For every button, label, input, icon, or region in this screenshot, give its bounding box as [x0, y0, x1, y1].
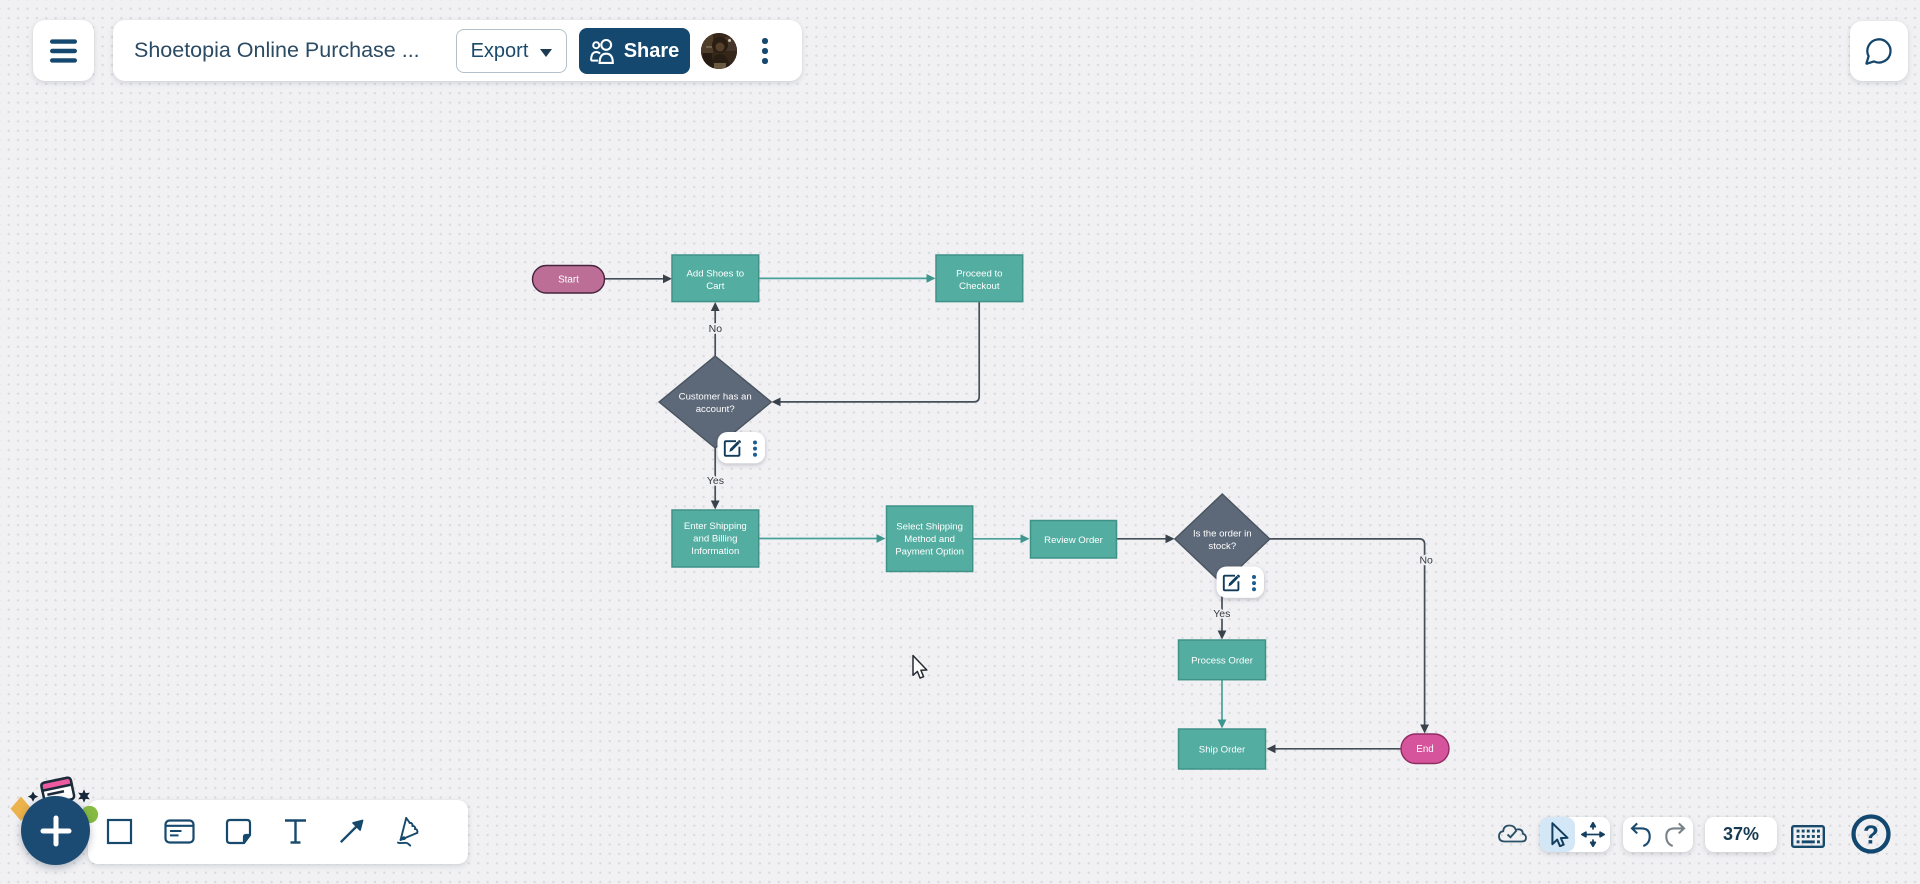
svg-text:?: ?	[1863, 819, 1879, 849]
svg-text:stock?: stock?	[1208, 541, 1236, 552]
svg-text:Ship Order: Ship Order	[1199, 745, 1246, 756]
svg-text:Method and: Method and	[904, 534, 955, 545]
svg-text:No: No	[1419, 555, 1433, 567]
svg-text:Select Shipping: Select Shipping	[896, 522, 963, 533]
svg-text:Enter Shipping: Enter Shipping	[684, 521, 747, 532]
svg-text:and Billing: and Billing	[693, 534, 737, 545]
svg-text:Start: Start	[558, 274, 579, 285]
svg-text:Proceed to: Proceed to	[956, 269, 1002, 280]
svg-text:Information: Information	[691, 546, 739, 557]
svg-text:Yes: Yes	[707, 475, 724, 487]
svg-text:Yes: Yes	[1213, 608, 1230, 620]
svg-text:End: End	[1416, 744, 1433, 755]
svg-text:Process Order: Process Order	[1191, 656, 1254, 667]
svg-text:Is the order in: Is the order in	[1193, 529, 1252, 540]
svg-text:Customer has an: Customer has an	[679, 392, 752, 403]
svg-text:Add Shoes to: Add Shoes to	[686, 269, 744, 280]
svg-text:Review Order: Review Order	[1044, 535, 1103, 546]
svg-text:account?: account?	[696, 404, 735, 415]
svg-text:Cart: Cart	[706, 281, 724, 292]
svg-text:No: No	[709, 323, 723, 335]
svg-text:Checkout: Checkout	[959, 281, 1000, 292]
svg-text:Payment Option: Payment Option	[895, 547, 964, 558]
